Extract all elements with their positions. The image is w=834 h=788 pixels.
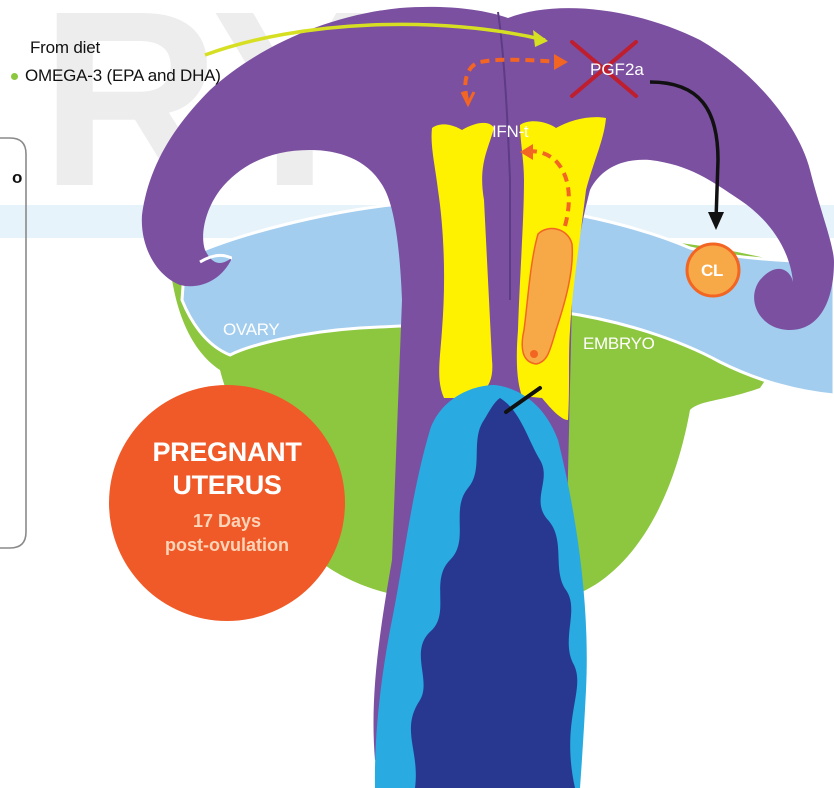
badge-line-1: PREGNANT — [109, 437, 345, 468]
bullet-dot-icon — [11, 73, 18, 80]
embryo-dot — [530, 350, 538, 358]
ifn-label: IFN-t — [492, 122, 528, 142]
diet-item: OMEGA-3 (EPA and DHA) — [11, 66, 221, 86]
cl-label: CL — [701, 261, 723, 281]
badge-line-4: post-ovulation — [109, 535, 345, 556]
badge-line-3: 17 Days — [109, 511, 345, 532]
pgf2a-label: PGF2a — [590, 60, 644, 80]
ovary-label: OVARY — [223, 320, 279, 340]
diet-item-text: OMEGA-3 (EPA and DHA) — [25, 66, 221, 86]
side-panel-frame — [0, 138, 26, 548]
badge-line-2: UTERUS — [109, 470, 345, 501]
diet-title: From diet — [30, 38, 100, 58]
pregnant-uterus-badge: PREGNANT UTERUS 17 Days post-ovulation — [109, 385, 345, 621]
side-panel-fragment: o — [12, 168, 22, 188]
embryo-label: EMBRYO — [583, 334, 655, 354]
